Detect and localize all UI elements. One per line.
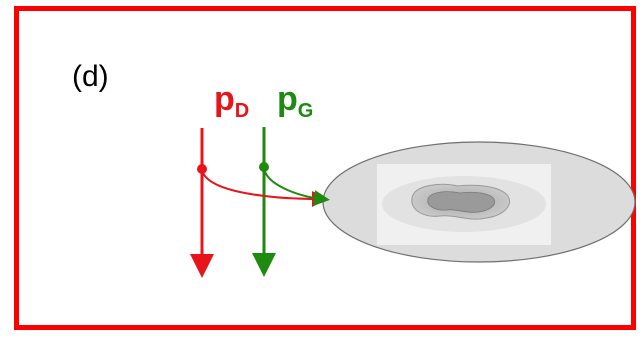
pd-curve — [201, 169, 328, 207]
pd-label-sub: D — [235, 100, 249, 122]
pg-label: pG — [277, 80, 313, 122]
panel-label: (d) — [72, 60, 109, 93]
pg-curve — [263, 167, 330, 207]
inset-blob-inner — [427, 191, 495, 213]
pg-dot — [259, 162, 269, 172]
pd-label: pD — [214, 80, 249, 122]
pg-label-sub: G — [298, 100, 314, 122]
pg-label-main: p — [277, 80, 298, 118]
pd-label-main: p — [214, 80, 235, 118]
pd-dot — [197, 164, 207, 174]
